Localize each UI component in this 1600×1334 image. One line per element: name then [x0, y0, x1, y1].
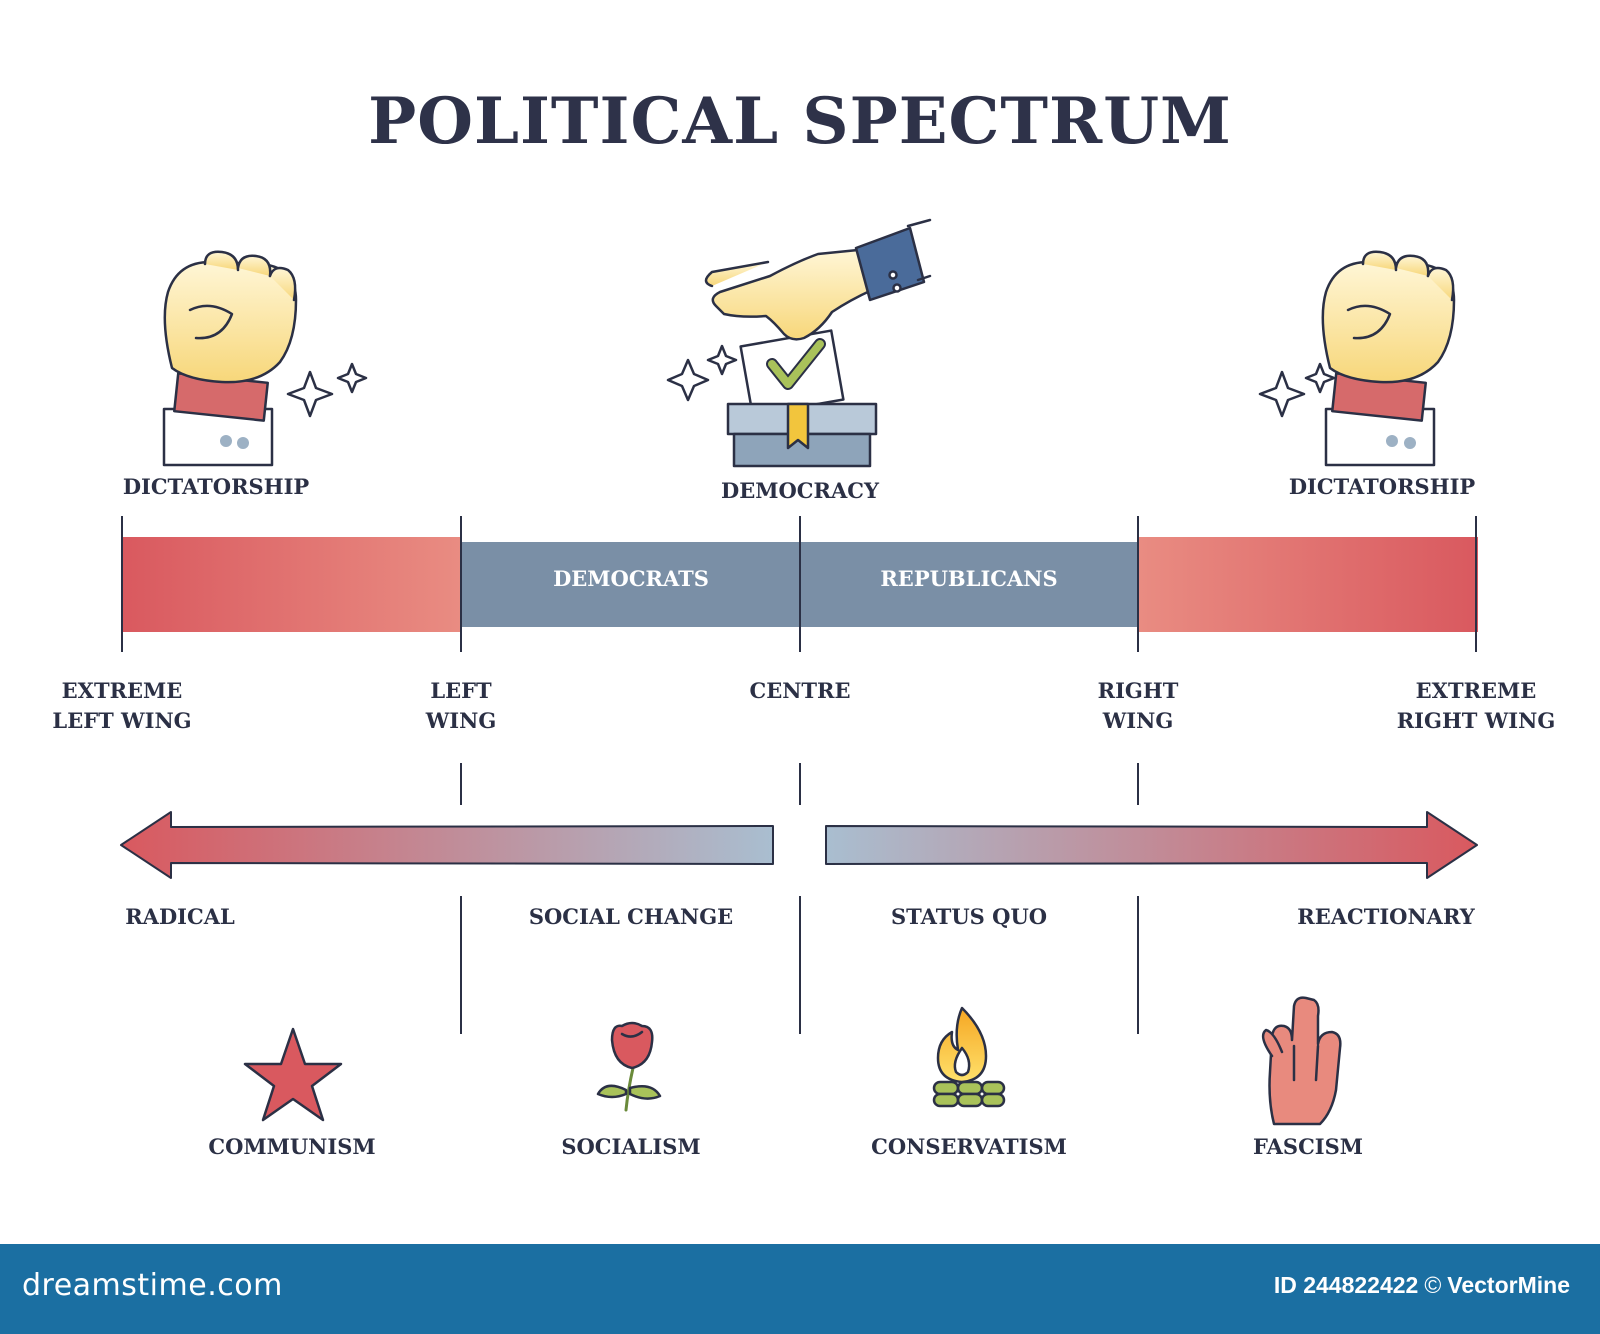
rose-icon — [596, 1021, 662, 1112]
label-dictatorship-left: DICTATORSHIP — [122, 474, 310, 499]
left-arrow — [120, 811, 774, 879]
bar-democrats — [461, 542, 800, 627]
copyright-icon: © — [1424, 1272, 1442, 1298]
footer-id: ID 244822422©VectorMine — [1274, 1272, 1570, 1299]
label-democrats: DEMOCRATS — [553, 566, 709, 591]
position-centre: CENTRE — [749, 678, 851, 703]
arrow-dividers — [460, 763, 1139, 1034]
attitude-reactionary: REACTIONARY — [1297, 904, 1475, 929]
bar-republicans — [800, 542, 1138, 627]
bar-extreme-right — [1138, 537, 1478, 632]
attitude-radical: RADICAL — [125, 904, 235, 929]
ideology-communism: COMMUNISM — [208, 1134, 376, 1159]
raised-fist-icon — [1258, 250, 1456, 467]
ideology-fascism: FASCISM — [1252, 1134, 1364, 1159]
campfire-icon — [932, 1006, 1006, 1108]
footer-brand[interactable]: dreamstime.com — [22, 1268, 283, 1303]
ballot-box-icon — [666, 218, 932, 468]
label-dictatorship-right: DICTATORSHIP — [1288, 474, 1476, 499]
footer-bar: dreamstime.com ID 244822422©VectorMine — [0, 1244, 1600, 1334]
raised-hand-icon — [1261, 996, 1342, 1126]
attitude-social-change: SOCIAL CHANGE — [528, 904, 734, 929]
ideology-conservatism: CONSERVATISM — [871, 1134, 1067, 1159]
right-arrow — [825, 811, 1478, 879]
spectrum-bar — [121, 516, 1478, 652]
label-republicans: REPUBLICANS — [880, 566, 1058, 591]
ideology-socialism: SOCIALISM — [561, 1134, 701, 1159]
star-icon — [243, 1027, 343, 1122]
bar-extreme-left — [121, 537, 461, 632]
image-id: ID 244822422 — [1273, 1272, 1419, 1298]
attitude-status-quo: STATUS QUO — [890, 904, 1048, 929]
author-name[interactable]: VectorMine — [1447, 1272, 1570, 1298]
raised-fist-icon — [162, 250, 368, 467]
page-title: POLITICAL SPECTRUM — [368, 84, 1232, 159]
label-democracy: DEMOCRACY — [721, 478, 879, 503]
